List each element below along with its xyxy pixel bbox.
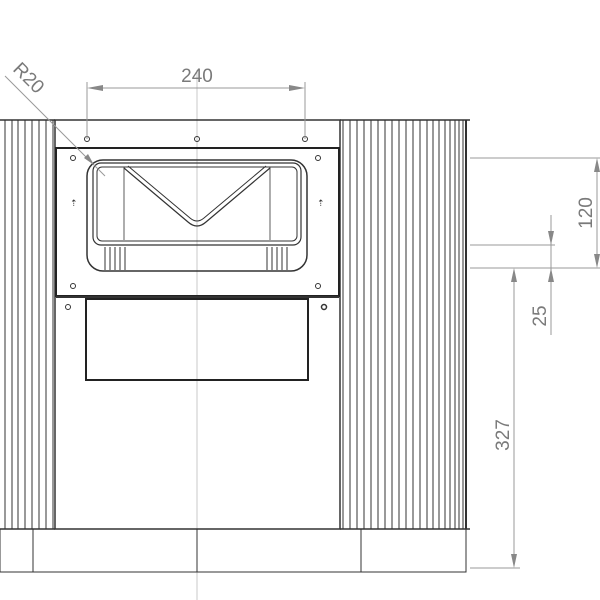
dimension-label-327: 327 <box>493 419 514 451</box>
dimension-label-25: 25 <box>530 305 551 326</box>
dimension-label-240: 240 <box>181 66 213 87</box>
lower-chute <box>56 296 339 381</box>
dimension-120: 120 <box>470 157 600 269</box>
base-plinth <box>0 528 467 573</box>
dimension-label-120: 120 <box>576 197 597 229</box>
dimension-25: 25 <box>470 215 555 335</box>
dimension-240: 240 <box>86 66 306 139</box>
right-ribbed-panel <box>340 119 470 530</box>
dimension-327: 327 <box>470 268 520 569</box>
arrow-up-icon: ⇡ <box>70 199 78 209</box>
faceplate: ⇡ ⇡ <box>55 147 340 297</box>
dimension-label-r20: R20 <box>8 59 47 98</box>
left-ribbed-panel <box>0 119 55 530</box>
arrow-up-icon: ⇡ <box>317 199 325 209</box>
